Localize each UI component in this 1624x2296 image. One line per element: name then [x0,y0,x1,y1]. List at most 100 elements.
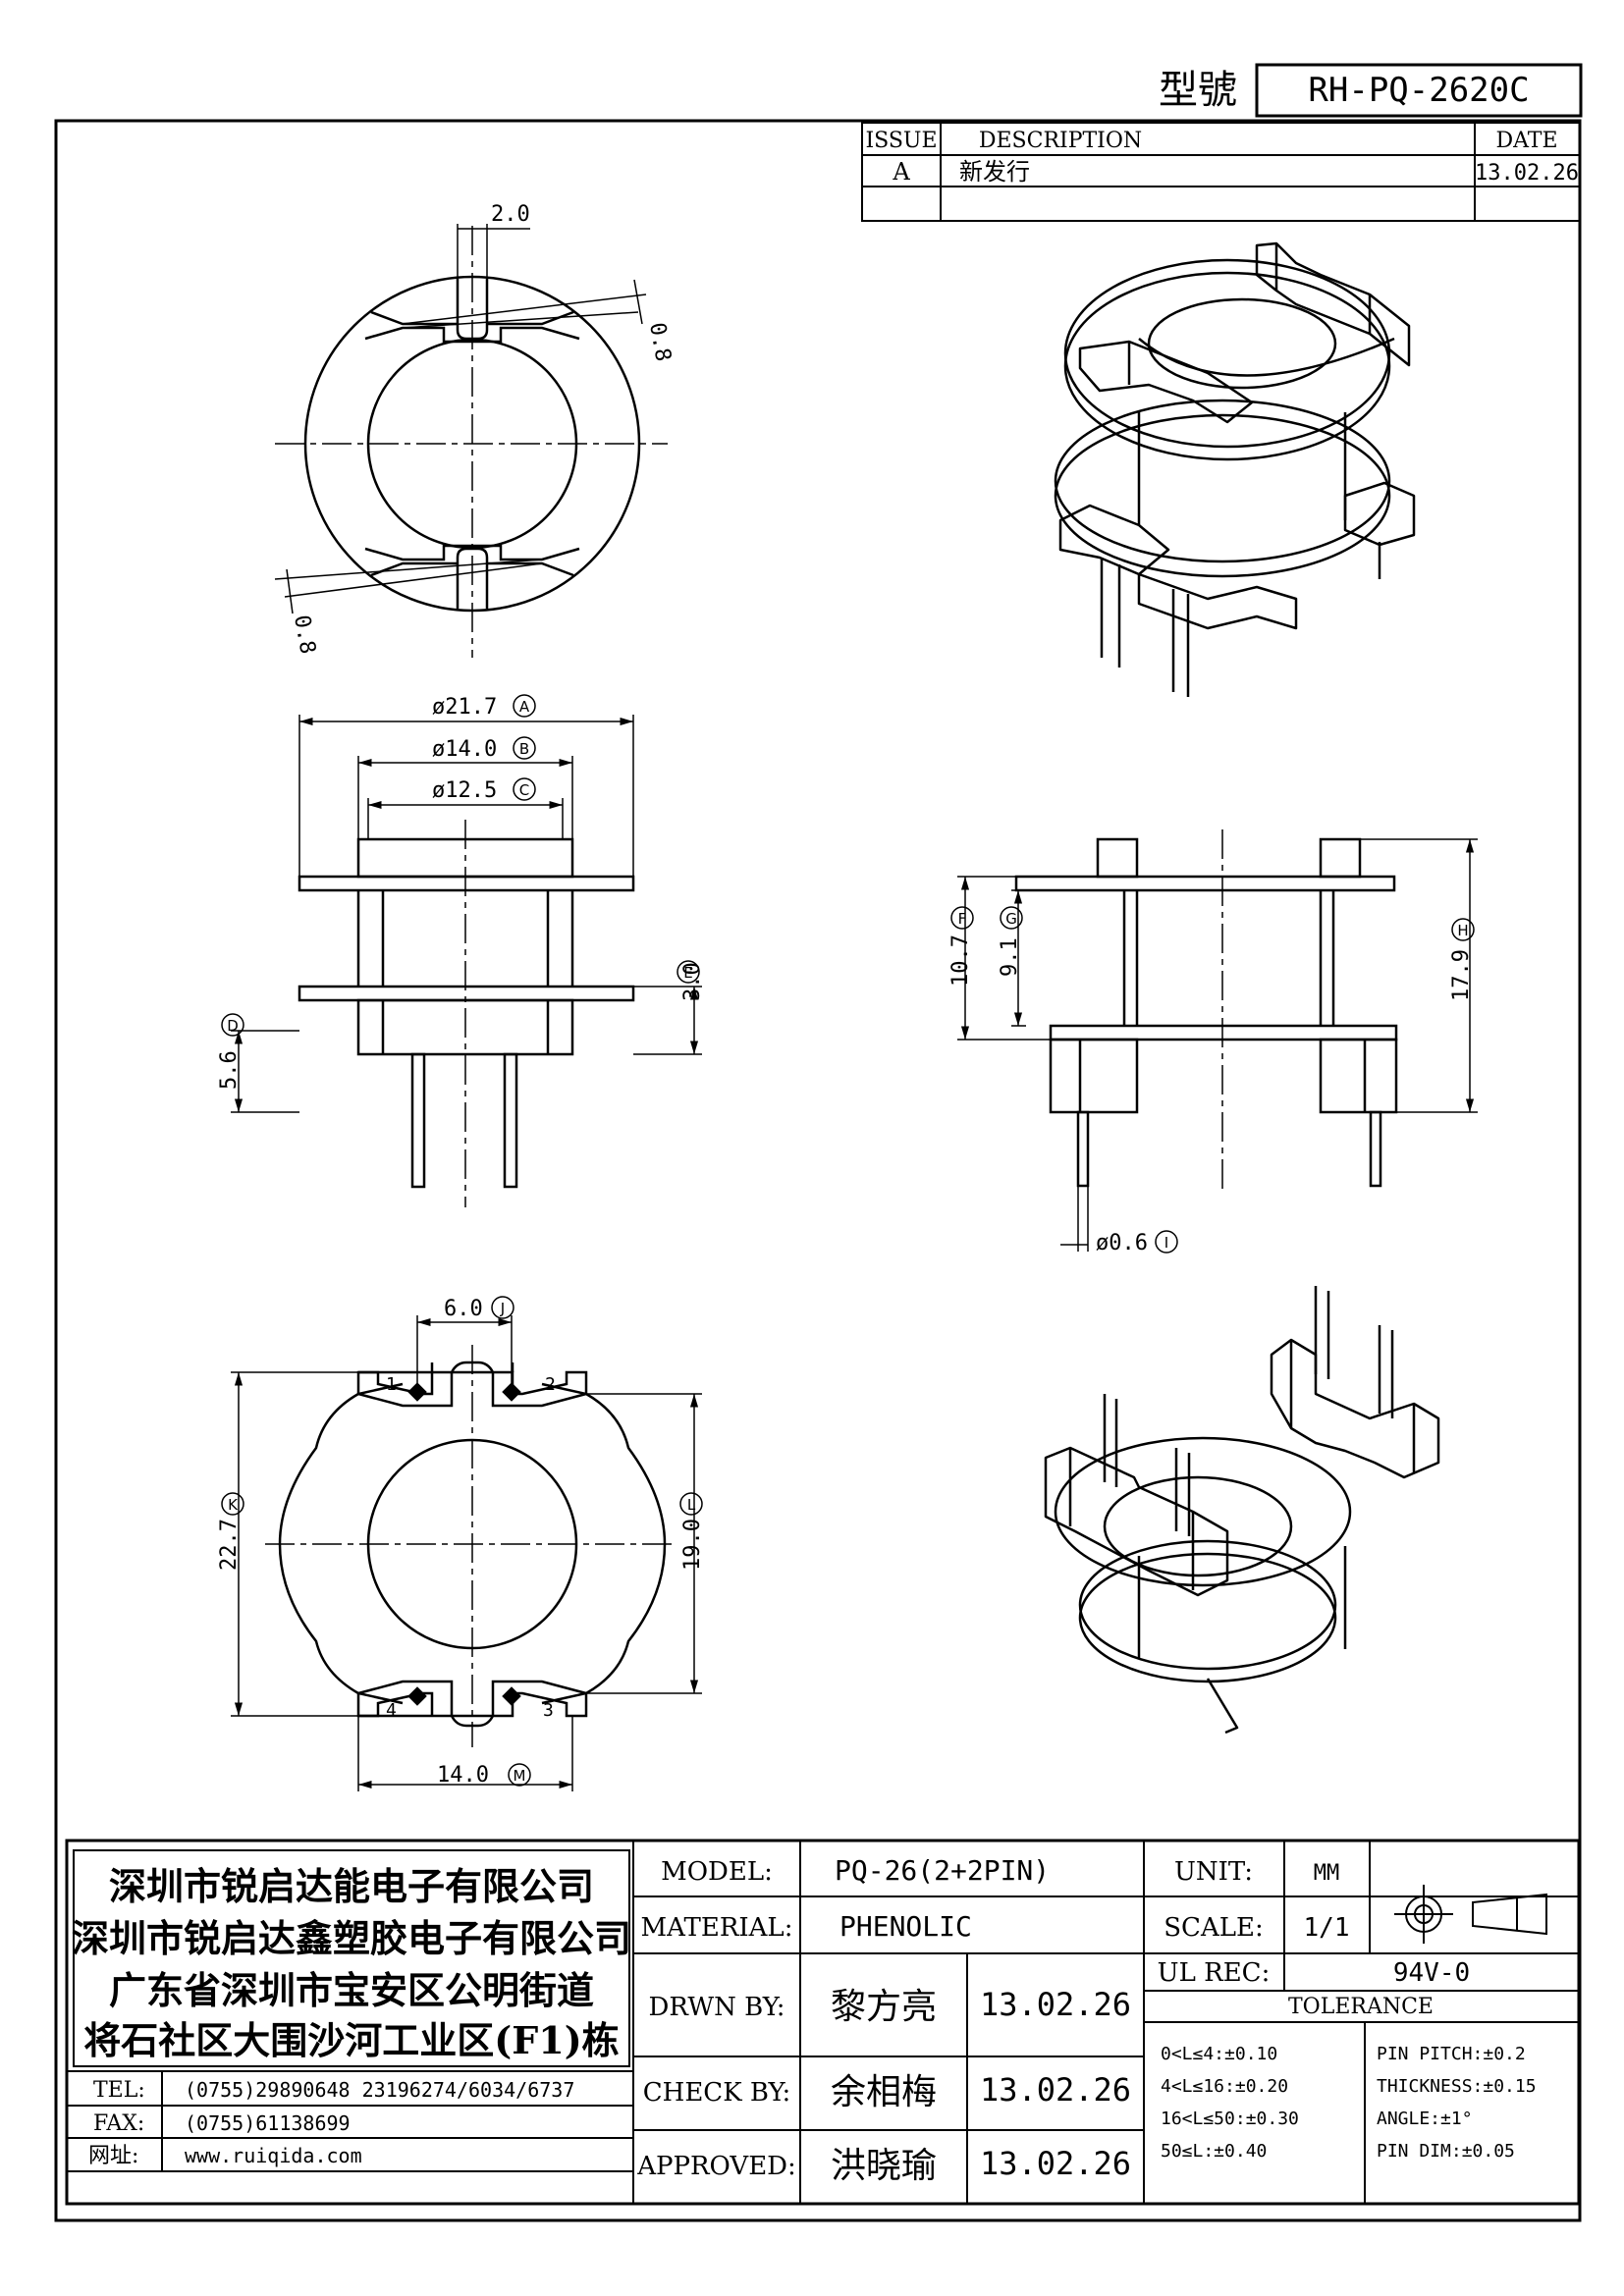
callout-k: K [228,1496,239,1514]
top-view-centerlines [275,226,668,658]
callout-d-circle [221,1013,244,1037]
pin-2-label: 2 [545,1374,556,1395]
dim-bottom-left-gap-value: 0.8 [289,614,320,656]
callout-a-circle [513,694,536,718]
callout-m-circle [508,1763,531,1787]
revision-header-date: DATE [1495,129,1557,153]
check-date: 13.02.26 [980,2071,1131,2109]
tel-value: (0755)29890648 23196274/6034/6737 [185,2078,574,2102]
drawn-by-name: 黎方亮 [831,1987,937,2027]
company-name-1: 深圳市锐启达能电子有限公司 [109,1864,594,1908]
side-view-dims [957,838,1478,1252]
pin-4-label: 4 [386,1700,397,1721]
check-by-name: 余相梅 [831,2072,937,2112]
dim-l-value: 19.0 [680,1519,705,1571]
model-number: RH-PQ-2620C [1308,71,1529,110]
ul-rec-label: UL REC: [1158,1958,1271,1988]
dim-a-value: ø21.7 [432,695,497,720]
dim-top-slot-value: 2.0 [491,202,530,227]
iso-view-bottom [1044,1286,1440,1735]
model-value: PQ-26(2+2PIN) [835,1854,1050,1887]
tolerance-right-1: PIN PITCH:±0.2 [1377,2044,1526,2064]
scale-value: 1/1 [1304,1913,1350,1943]
callout-f-circle [950,906,974,930]
dim-h-value: 17.9 [1449,949,1474,1001]
web-label: 网址: [88,2144,138,2168]
callout-e: E [683,964,692,982]
dim-d-value: 5.6 [217,1050,242,1090]
company-name-2: 深圳市锐启达鑫塑胶电子有限公司 [72,1916,631,1960]
callout-i: I [1164,1234,1168,1252]
pin-3-label: 3 [543,1700,554,1721]
tolerance-right-4: PIN DIM:±0.05 [1377,2141,1515,2162]
tel-label: TEL: [93,2078,145,2103]
fax-value: (0755)61138699 [185,2111,351,2135]
iso-view-top [1054,241,1416,697]
dim-top-right-gap-value: 0.8 [644,321,676,363]
tolerance-title: TOLERANCE [1288,1995,1434,2019]
dim-top-right-gap [402,279,647,329]
pin-1-label: 1 [386,1374,397,1395]
unit-value: MM [1314,1861,1340,1886]
revision-description: 新发行 [959,158,1030,186]
dim-c-value: ø12.5 [432,778,497,803]
dim-j-value: 6.0 [444,1297,483,1321]
callout-l-circle [679,1492,703,1516]
callout-g-circle [1000,906,1023,930]
dim-f-value: 10.7 [948,934,973,987]
tolerance-left-1: 0<L≤4:±0.10 [1161,2044,1277,2064]
callout-d: D [227,1017,239,1035]
callout-f: F [958,910,967,928]
approved-date: 13.02.26 [980,2145,1131,2182]
callout-i-circle [1155,1230,1178,1254]
callout-g: G [1005,910,1017,928]
check-by-label: CHECK BY: [643,2078,791,2108]
company-address-1: 广东省深圳市宝安区公明街道 [109,1968,594,2012]
callout-k-circle [221,1492,244,1516]
unit-label: UNIT: [1174,1857,1253,1887]
callout-b: B [519,740,529,758]
revision-issue: A [892,158,910,186]
bottom-view-centerlines [265,1345,677,1747]
callout-l: L [687,1496,696,1514]
scale-label: SCALE: [1164,1913,1264,1943]
drawn-date: 13.02.26 [980,1986,1131,2023]
front-view-dims [231,715,702,1113]
callout-j: J [500,1300,505,1317]
company-address-2: 将石社区大围沙河工业区(F1)栋 [83,2018,619,2062]
web-value: www.ruiqida.com [185,2144,362,2167]
revision-header-description: DESCRIPTION [979,129,1142,153]
callout-b-circle [513,736,536,760]
model-number-label: 型號 [1159,68,1237,113]
callout-c: C [519,781,529,799]
revision-table [861,122,1581,222]
dim-m-value: 14.0 [437,1763,489,1788]
model-label: MODEL: [661,1857,773,1887]
revision-date: 13.02.26 [1475,161,1579,186]
callout-h: H [1457,922,1468,939]
tolerance-left-4: 50≤L:±0.40 [1161,2141,1267,2162]
callout-c-circle [513,777,536,801]
front-view [298,837,635,1189]
tolerance-left-2: 4<L≤16:±0.20 [1161,2076,1288,2097]
dim-g-value: 9.1 [998,937,1022,977]
bottom-view-dims [231,1315,702,1791]
drawing-border [54,119,1582,2222]
dim-b-value: ø14.0 [432,737,497,762]
approved-label: APPROVED: [636,2152,796,2181]
dim-k-value: 22.7 [217,1519,242,1571]
title-header: 型號 RH-PQ-2620C [1159,63,1583,118]
callout-e-circle [677,960,700,984]
material-value: PHENOLIC [839,1910,972,1943]
projection-symbol-icon [1394,1885,1547,1944]
dim-top-slot [457,224,530,279]
material-label: MATERIAL: [641,1913,793,1943]
callout-a: A [519,698,530,716]
fax-label: FAX: [93,2111,144,2136]
ul-rec-value: 94V-0 [1393,1958,1470,1988]
dim-i-value: ø0.6 [1096,1231,1148,1255]
tolerance-left-3: 16<L≤50:±0.30 [1161,2109,1299,2129]
title-block [65,1839,1581,2206]
side-view [1014,837,1398,1188]
